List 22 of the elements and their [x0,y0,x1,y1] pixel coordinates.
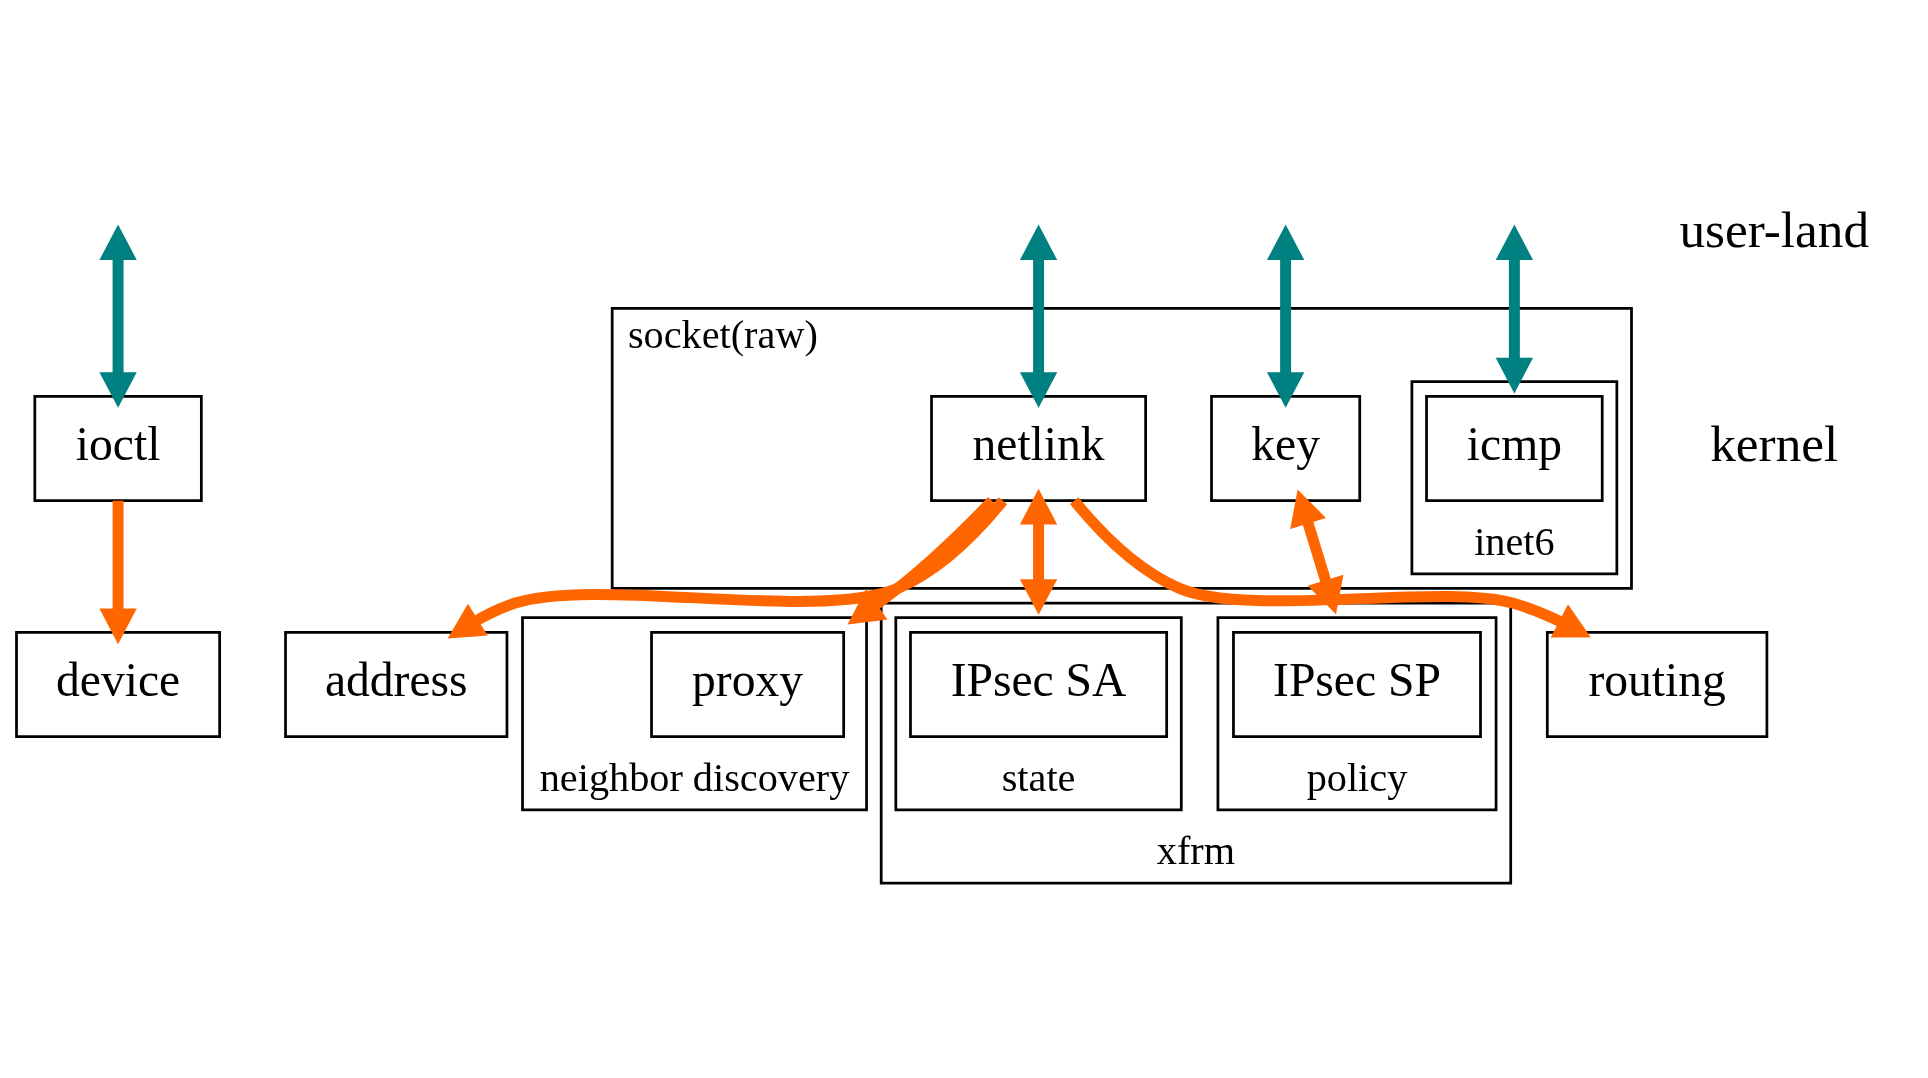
arrow [99,224,137,408]
node-box: icmp [1425,394,1604,502]
node-box: proxy [650,630,846,738]
node-box: device [15,630,222,738]
node-box: key [1210,394,1362,502]
arrow [1019,488,1058,615]
arrow [847,497,996,625]
node-box: IPsec SP [1232,630,1482,738]
label: kernel [1710,415,1839,473]
arrow [447,497,1008,639]
node-box: routing [1545,630,1769,738]
label: user-land [1679,200,1870,258]
arrow [1290,489,1344,615]
arrow [1019,224,1058,408]
arrow [1266,224,1305,408]
arrow [1495,224,1534,394]
arrow [99,500,137,645]
arrow [1070,497,1591,638]
node-box: ioctl [33,394,203,502]
node-box: netlink [930,394,1147,502]
node-box: IPsec SA [909,630,1169,738]
node-box: address [284,630,509,738]
